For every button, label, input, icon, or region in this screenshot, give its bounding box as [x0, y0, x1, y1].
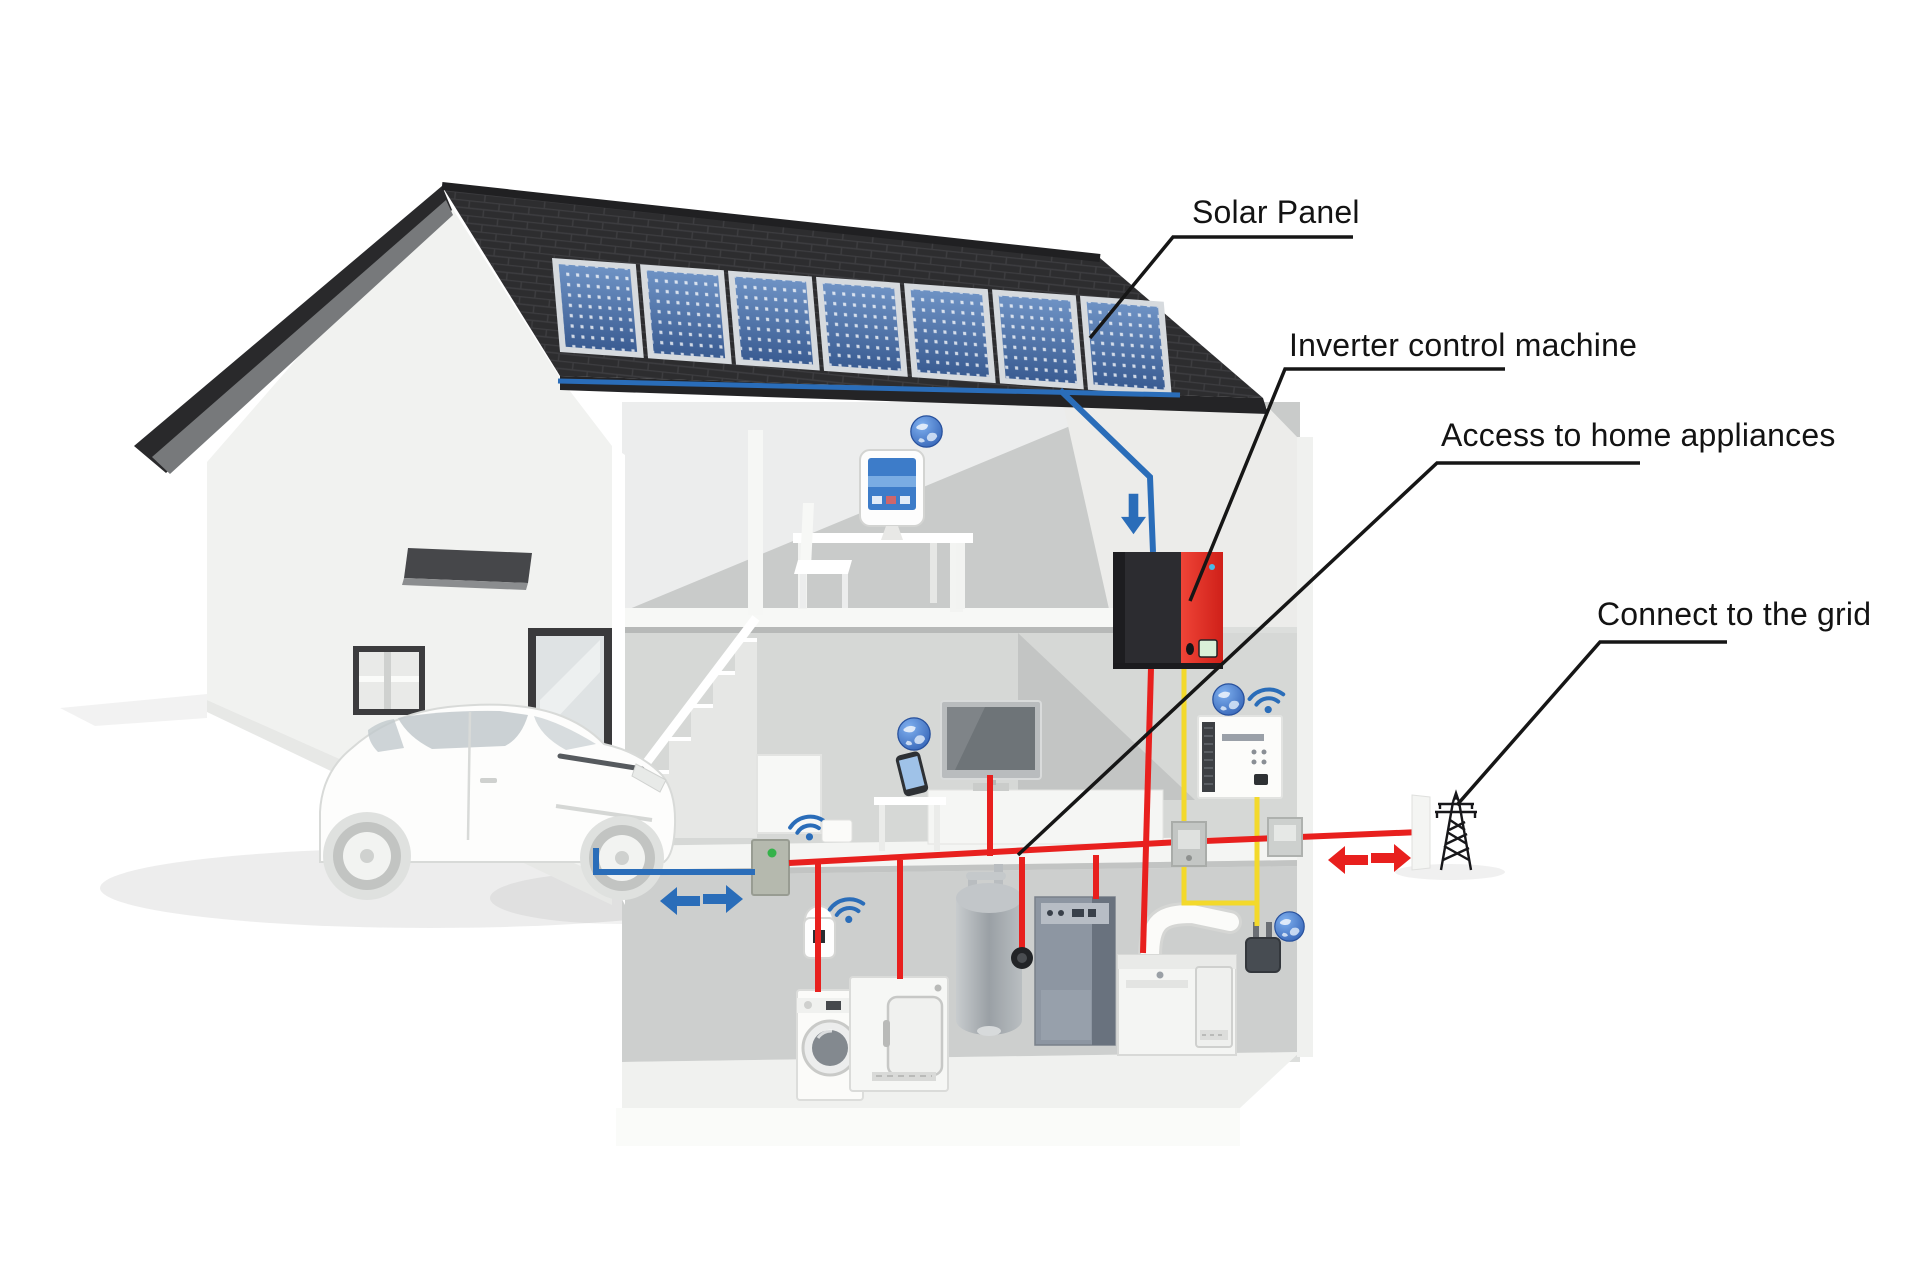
washing-machine — [796, 989, 864, 1101]
label-grid: Connect to the grid — [1597, 596, 1872, 632]
boiler — [1034, 896, 1116, 1046]
solar-panel-callout-line — [1088, 235, 1353, 340]
dc-wire — [557, 378, 1181, 875]
grid-meter — [1267, 817, 1303, 857]
window-small — [353, 646, 425, 715]
electric-car — [319, 703, 677, 900]
tank-valve-center — [1017, 953, 1027, 963]
label-inverter: Inverter control machine — [1289, 327, 1638, 363]
callouts — [1016, 235, 1727, 857]
water-tank — [956, 864, 1022, 1036]
junction-box — [751, 839, 790, 896]
awning — [402, 548, 532, 590]
grid-connection — [1411, 789, 1477, 871]
globe-icon — [910, 415, 943, 448]
red-double-arrow-icon — [1328, 846, 1368, 874]
coffee-table — [874, 797, 946, 851]
label-appliances: Access to home appliances — [1441, 417, 1836, 453]
tv — [940, 700, 1042, 791]
label-solar-panel: Solar Panel — [1192, 194, 1360, 230]
living-room — [756, 700, 1164, 851]
chair — [794, 503, 852, 608]
dryer — [849, 976, 949, 1092]
heat-pump — [1117, 901, 1242, 1056]
ac-wire — [788, 667, 1421, 992]
sideboard — [927, 789, 1164, 845]
attic-office — [793, 415, 973, 609]
inverter-control-machine — [1113, 552, 1223, 669]
router — [821, 819, 853, 843]
desktop-monitor — [859, 449, 925, 540]
globe-icon — [897, 717, 931, 751]
globe-icon — [1274, 911, 1305, 942]
backup-wire — [1181, 668, 1260, 926]
appliances-callout-line — [1016, 461, 1640, 857]
smartphone — [895, 751, 929, 797]
battery-backup-unit — [1197, 715, 1283, 799]
inverter-callout-line — [1188, 367, 1505, 602]
solar-panel-array — [552, 258, 1172, 396]
smart-plug — [1245, 922, 1281, 973]
globe-icon — [1212, 683, 1245, 716]
grid-tower — [1435, 789, 1477, 871]
grid-callout-line — [1455, 640, 1727, 807]
wheel — [333, 822, 401, 890]
energy-meter — [1171, 821, 1207, 867]
